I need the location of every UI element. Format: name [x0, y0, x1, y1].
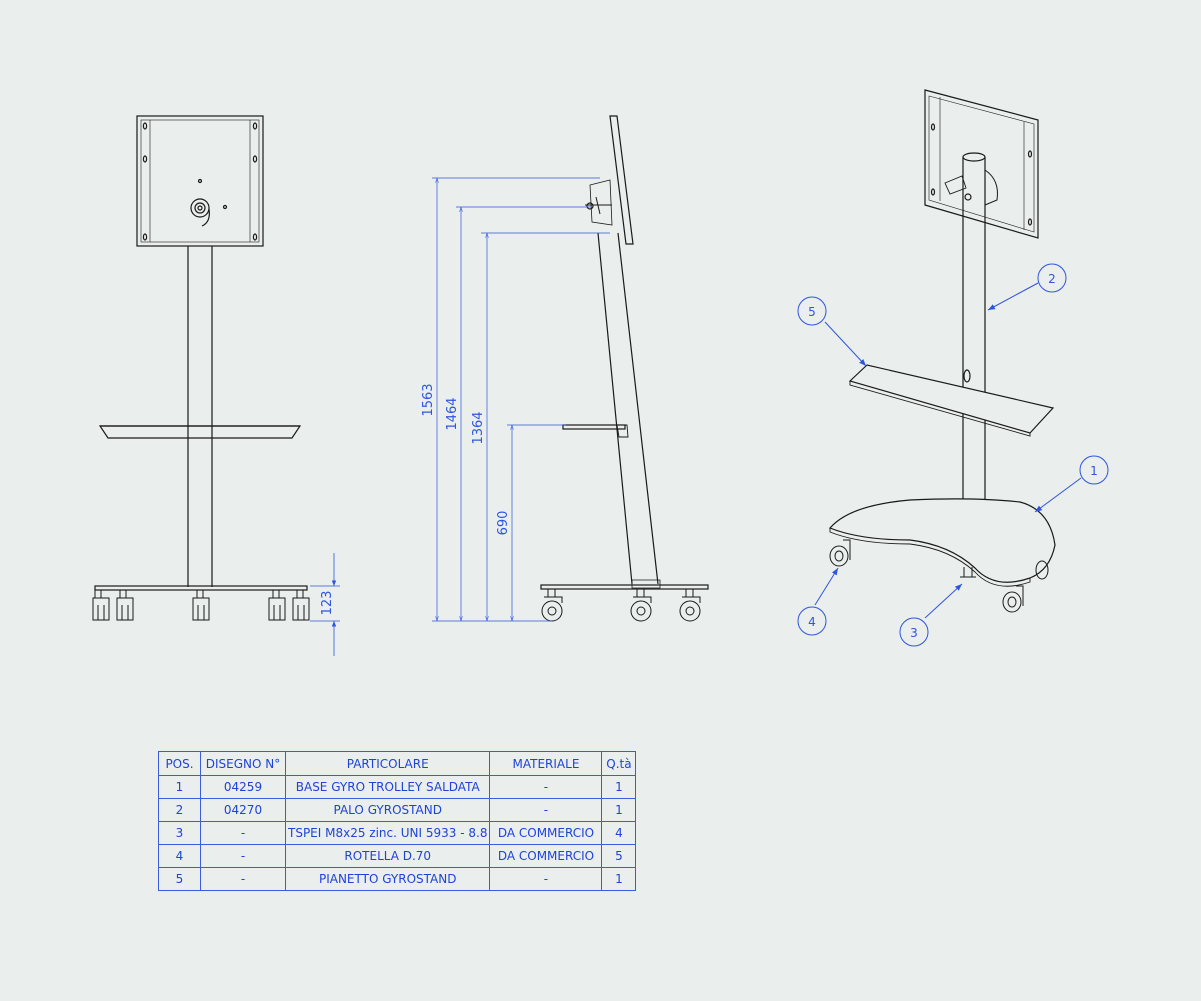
balloon-2: 2 — [1037, 263, 1067, 293]
cell-part: TSPEI M8x25 zinc. UNI 5933 - 8.8 — [284, 821, 491, 845]
iso-pole-top — [962, 152, 986, 162]
cell-material: - — [489, 867, 603, 891]
cell-material: - — [489, 775, 603, 799]
svg-text:3: 3 — [910, 626, 918, 640]
cell-pos: 5 — [158, 867, 201, 891]
cell-part: BASE GYRO TROLLEY SALDATA — [284, 775, 491, 799]
front-base — [94, 585, 308, 591]
cell-material: - — [489, 798, 603, 822]
svg-text:4: 4 — [808, 615, 816, 629]
iso-casters — [829, 539, 1049, 613]
front-view — [92, 115, 310, 621]
cell-drawing-number: - — [200, 821, 286, 845]
parts-table: POS. DISEGNO N° PARTICOLARE MATERIALE Q.… — [158, 751, 637, 891]
gyro-knob — [190, 198, 210, 218]
cell-drawing-number: - — [200, 867, 286, 891]
side-casters — [541, 589, 701, 622]
cell-pos: 2 — [158, 798, 201, 822]
parts-table-header: POS. DISEGNO N° PARTICOLARE MATERIALE Q.… — [158, 751, 637, 776]
side-shelf — [562, 424, 626, 430]
table-row: 3 - TSPEI M8x25 zinc. UNI 5933 - 8.8 DA … — [158, 821, 637, 845]
table-row: 5 - PIANETTO GYROSTAND - 1 — [158, 867, 637, 891]
balloon-1: 1 — [1079, 455, 1109, 485]
dim-label-1563: 1563 — [421, 383, 436, 416]
dim-label-690: 690 — [496, 511, 511, 536]
side-dimensions — [432, 177, 610, 622]
header-pos: POS. — [158, 751, 201, 776]
header-qty: Q.tà — [601, 751, 637, 776]
cell-part: PIANETTO GYROSTAND — [284, 867, 491, 891]
side-view — [540, 115, 709, 622]
front-screen-plate — [136, 115, 264, 247]
dim-label-1364: 1364 — [471, 411, 486, 444]
dim-label-1464: 1464 — [445, 397, 460, 430]
svg-text:2: 2 — [1048, 272, 1056, 286]
cell-qty: 4 — [601, 821, 637, 845]
cell-qty: 1 — [601, 775, 637, 799]
svg-text:5: 5 — [808, 305, 816, 319]
table-row: 1 04259 BASE GYRO TROLLEY SALDATA - 1 — [158, 775, 637, 799]
cell-qty: 1 — [601, 798, 637, 822]
front-casters — [92, 590, 310, 621]
svg-text:1: 1 — [1090, 464, 1098, 478]
cell-qty: 5 — [601, 844, 637, 868]
cell-drawing-number: 04270 — [200, 798, 286, 822]
iso-screen-plate — [924, 89, 1039, 239]
cell-qty: 1 — [601, 867, 637, 891]
cell-drawing-number: 04259 — [200, 775, 286, 799]
dim-123 — [310, 553, 340, 656]
balloon-3: 3 — [899, 617, 929, 647]
cell-part: PALO GYROSTAND — [284, 798, 491, 822]
iso-view — [828, 89, 1056, 613]
balloon-leaders — [814, 282, 1082, 619]
cell-pos: 1 — [158, 775, 201, 799]
cell-drawing-number: - — [200, 844, 286, 868]
cell-material: DA COMMERCIO — [489, 821, 603, 845]
side-base — [540, 584, 709, 590]
iso-shelf — [848, 364, 1055, 434]
balloon-4: 4 — [797, 606, 827, 636]
dim-label-123: 123 — [320, 591, 335, 616]
table-row: 2 04270 PALO GYROSTAND - 1 — [158, 798, 637, 822]
header-part: PARTICOLARE — [284, 751, 491, 776]
cell-pos: 3 — [158, 821, 201, 845]
iso-base — [828, 498, 1056, 583]
cell-part: ROTELLA D.70 — [284, 844, 491, 868]
cell-material: DA COMMERCIO — [489, 844, 603, 868]
header-drawing-number: DISEGNO N° — [200, 751, 286, 776]
balloon-5: 5 — [797, 296, 827, 326]
side-pole — [597, 232, 659, 585]
cell-pos: 4 — [158, 844, 201, 868]
header-material: MATERIALE — [489, 751, 603, 776]
table-row: 4 - ROTELLA D.70 DA COMMERCIO 5 — [158, 844, 637, 868]
front-shelf — [98, 425, 302, 439]
side-screen-plate — [609, 115, 634, 245]
